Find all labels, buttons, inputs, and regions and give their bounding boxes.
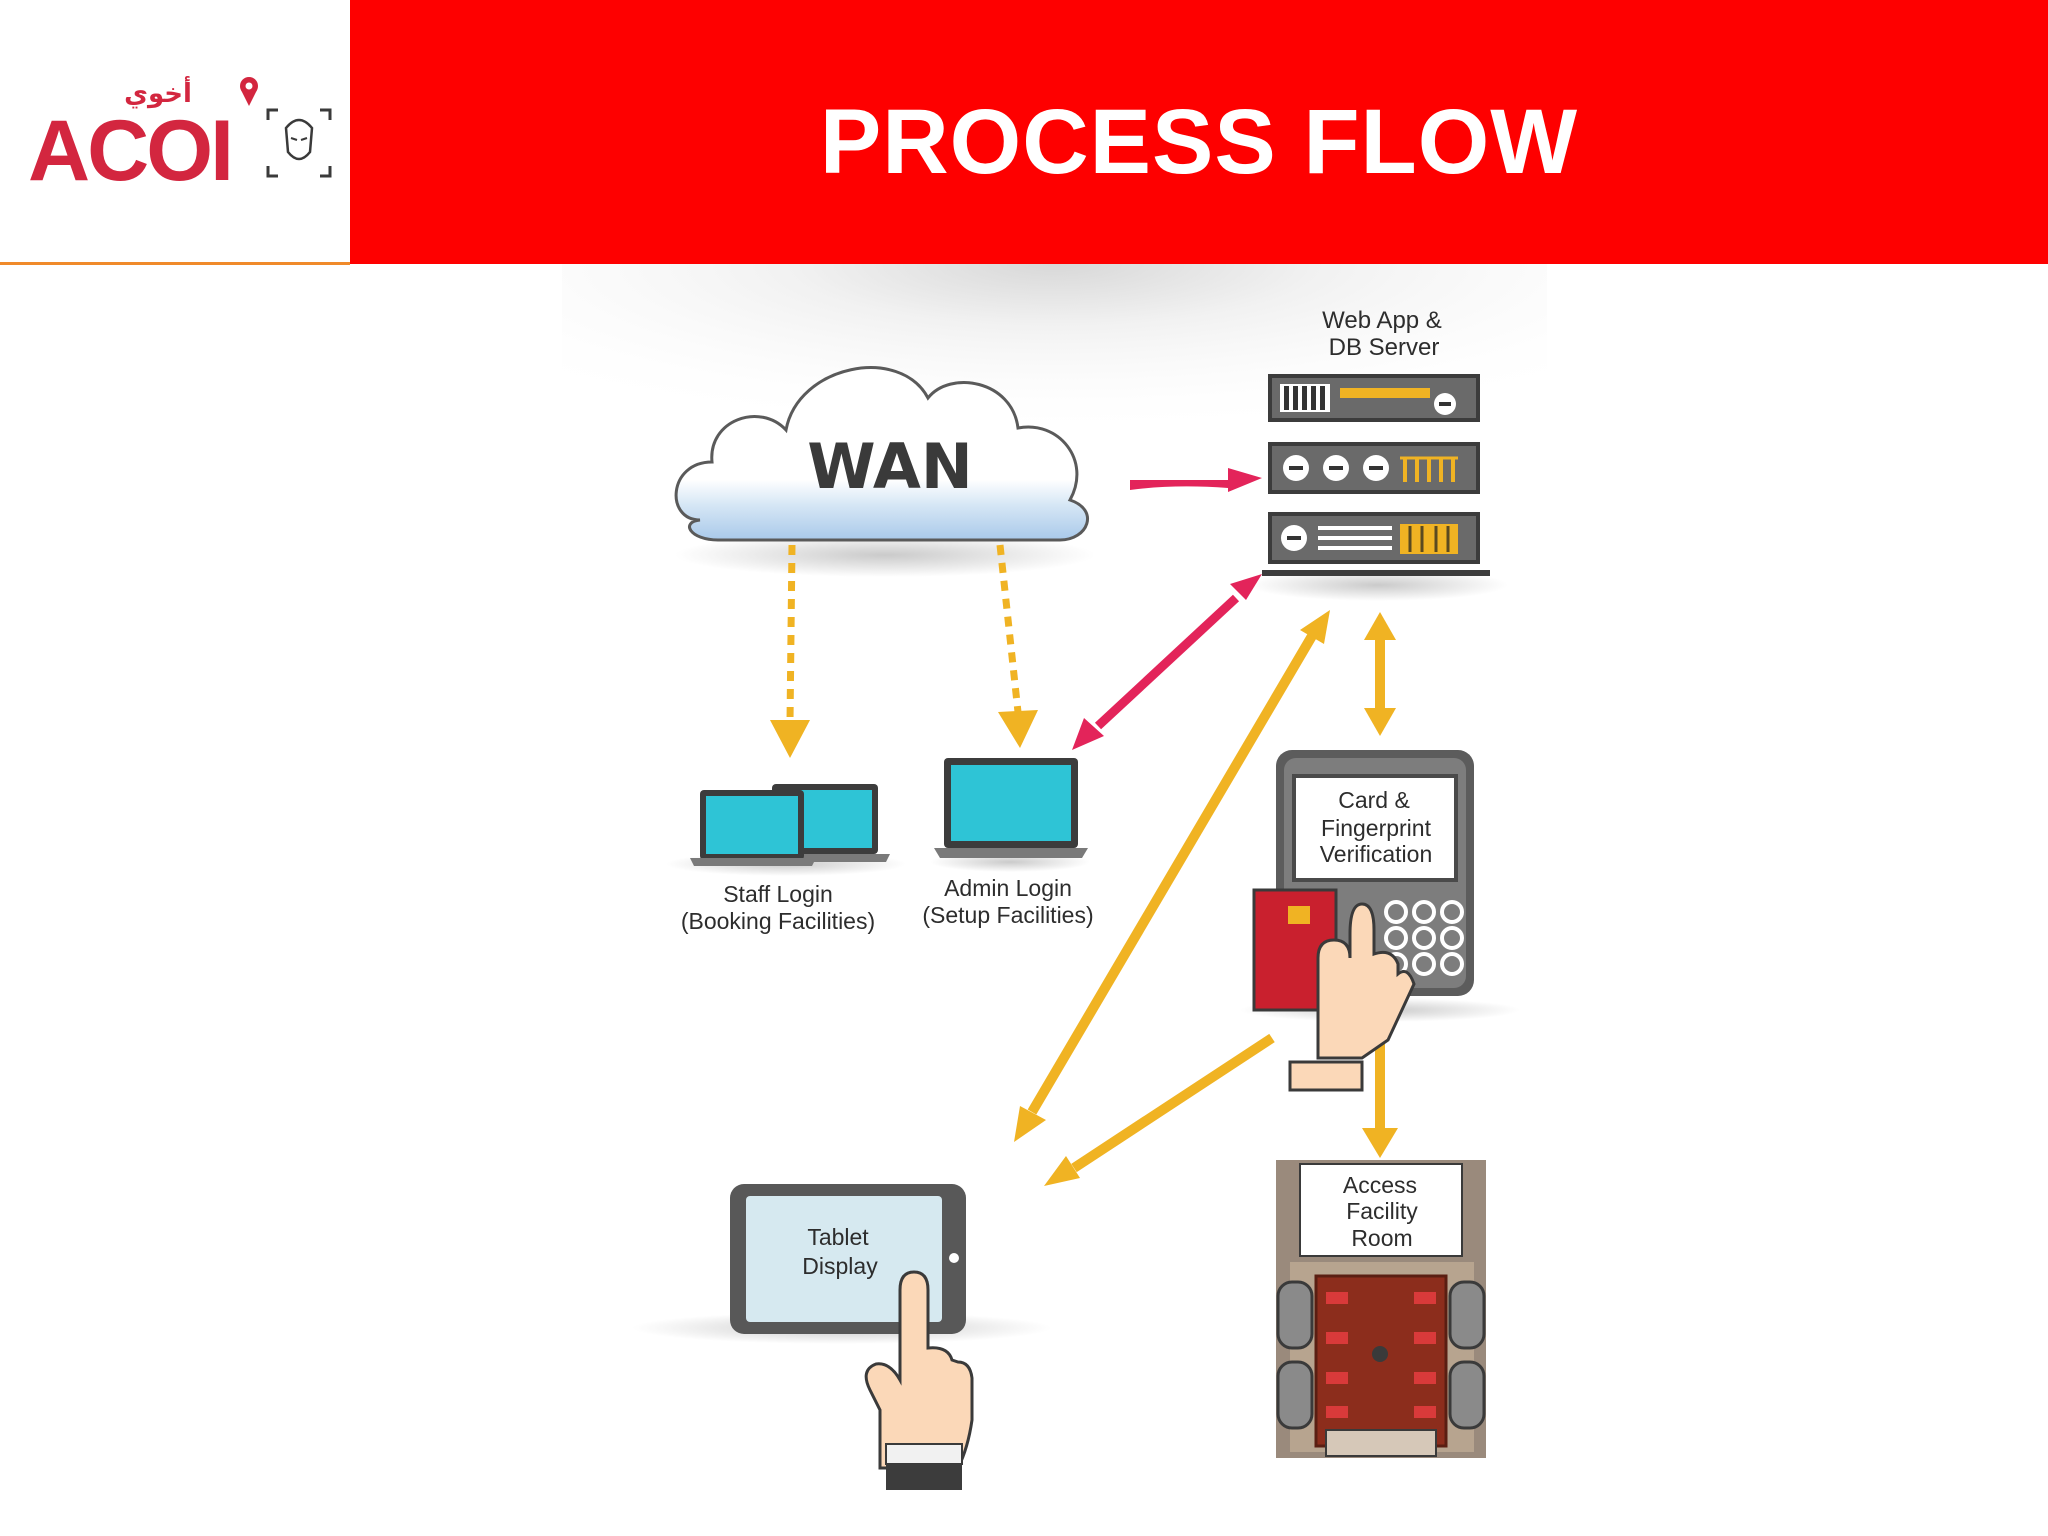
server-label-line1: Web App & (1322, 307, 1442, 334)
admin-laptop-icon (930, 758, 1090, 872)
wan-cloud-icon (674, 366, 1095, 577)
server-admin-arrow (1072, 574, 1262, 750)
face-scan-icon (266, 108, 332, 178)
admin-label-line2: (Setup Facilities) (922, 902, 1093, 928)
location-pin-icon (240, 77, 258, 106)
verify-label-line2: Fingerprint (1321, 815, 1432, 841)
facility-room-icon (1276, 1160, 1486, 1458)
logo-underline (0, 262, 350, 265)
staff-laptop-icon (666, 784, 906, 876)
verify-label-line3: Verification (1320, 841, 1433, 867)
tablet-label-line1: Tablet (807, 1224, 869, 1250)
logo-panel: أخوي ACOI (0, 0, 350, 264)
access-label-line2: Facility (1346, 1198, 1418, 1224)
reader-tablet-arrow (1044, 1033, 1275, 1186)
wan-label: WAN (807, 430, 972, 503)
server-tablet-arrow (1014, 610, 1330, 1142)
server-rack-icon (1248, 374, 1508, 601)
wan-to-server-arrow (1130, 468, 1262, 492)
acoi-logo: أخوي ACOI (28, 76, 332, 199)
logo-text: ACOI (28, 103, 231, 199)
slide-title: PROCESS FLOW (819, 91, 1579, 193)
server-label-line2: DB Server (1329, 334, 1440, 361)
server-reader-arrow (1364, 612, 1396, 736)
header-bar: PROCESS FLOW (350, 0, 2048, 264)
wan-to-staff-arrow (770, 544, 810, 758)
access-label-line3: Room (1351, 1225, 1412, 1251)
tablet-label-line2: Display (802, 1253, 878, 1279)
verify-label-line1: Card & (1338, 787, 1410, 813)
staff-label-line2: (Booking Facilities) (681, 908, 875, 934)
access-label-line1: Access (1343, 1172, 1417, 1198)
wan-to-admin-arrow (996, 544, 1038, 748)
staff-label-line1: Staff Login (723, 881, 833, 907)
logo-arabic-text: أخوي (124, 76, 192, 109)
tablet-icon (632, 1184, 1052, 1490)
card-reader-icon (1240, 750, 1520, 1092)
admin-label-line1: Admin Login (944, 875, 1072, 901)
